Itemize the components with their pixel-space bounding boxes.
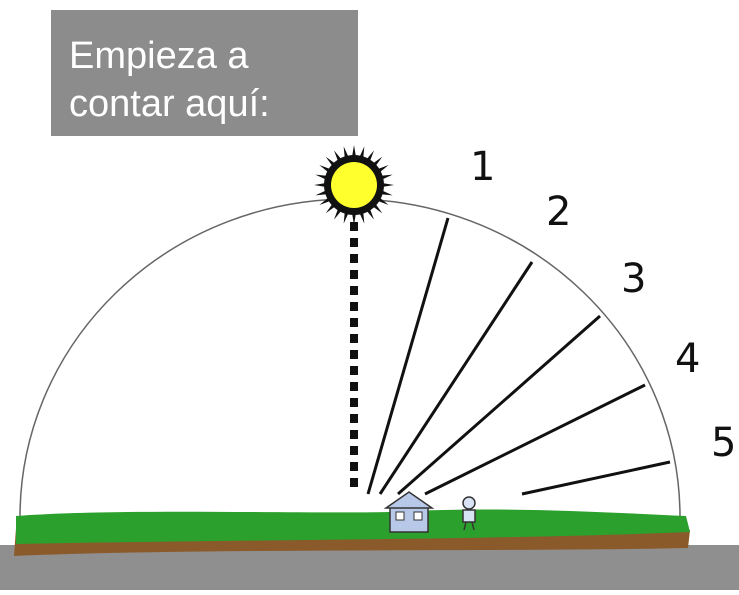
grass-layer [16,509,690,544]
ground-layer [0,545,739,590]
ray-4 [424,383,646,496]
rays [366,217,671,496]
ray-3 [397,314,601,496]
label-5: 5 [711,420,736,466]
ray-2 [378,261,534,495]
label-2: 2 [546,189,571,235]
ray-1 [366,217,450,495]
label-4: 4 [675,336,700,382]
house-icon [383,491,435,533]
start-here-callout: Empieza a contar aquí: [51,10,358,136]
person-icon [462,496,476,531]
sun-icon [314,145,394,225]
callout-line-2: contar aquí: [69,83,270,125]
label-1: 1 [470,144,495,190]
callout-line-1: Empieza a [69,35,249,77]
ray-5 [521,460,671,496]
label-3: 3 [621,256,646,302]
